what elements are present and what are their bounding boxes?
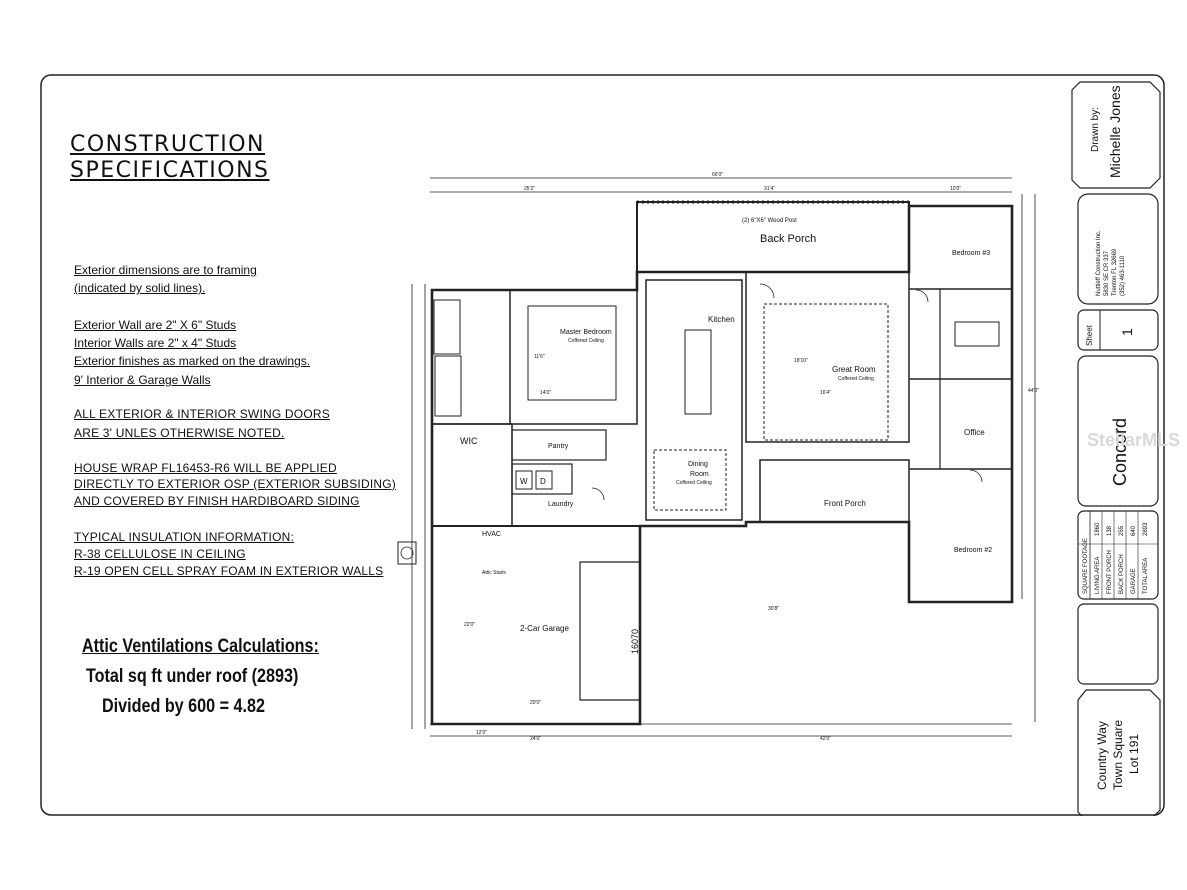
dim-right-run: 10'0" xyxy=(950,186,961,192)
room-dining-2: Room xyxy=(690,471,709,478)
room-office: Office xyxy=(964,428,985,437)
spec-framing-1: Exterior dimensions are to framing xyxy=(74,263,257,277)
sqft-value-3: 255 xyxy=(1119,525,1125,536)
dim-master-d: 11'6" xyxy=(534,354,545,360)
company-line-3: Trenton FL 32669 xyxy=(1112,248,1118,296)
dim-great-d: 18'10" xyxy=(794,358,808,364)
room-washer: W xyxy=(520,477,528,486)
room-dining-1: Dining xyxy=(688,461,708,468)
company-line-4: (352) 463-1110 xyxy=(1120,255,1126,296)
company-line-1: Nuttleff Construction Inc. xyxy=(1096,230,1102,296)
dim-front-run: 30'8" xyxy=(768,606,779,612)
room-wic: WIC xyxy=(460,436,478,446)
dim-left-run: 25'2" xyxy=(524,186,535,192)
dim-overall-width: 66'0" xyxy=(712,172,723,178)
location-line-3: Lot 191 xyxy=(1127,734,1141,774)
sqft-value-2: 138 xyxy=(1107,525,1113,536)
location-line-2: Town Square xyxy=(1111,720,1125,790)
dim-garage-width: 20'0" xyxy=(530,700,541,706)
dim-depth-right: 44'0" xyxy=(1028,388,1039,394)
room-great-ceiling: Coffered Ceiling xyxy=(838,376,874,382)
room-back-porch-post: (2) 6"X6" Wood Post xyxy=(742,218,797,224)
sqft-title: SQUARE FOOTAGE xyxy=(1083,538,1089,594)
spec-insul-3: R-19 OPEN CELL SPRAY FOAM IN EXTERIOR WA… xyxy=(74,564,384,578)
room-dining-ceiling: Coffered Ceiling xyxy=(676,480,712,486)
spec-framing-2: (indicated by solid lines). xyxy=(74,281,206,295)
garage-door-label: 16070 xyxy=(630,629,640,654)
spec-insul-1: TYPICAL INSULATION INFORMATION: xyxy=(74,530,294,544)
spec-wrap-3: AND COVERED BY FINISH HARDIBOARD SIDING xyxy=(74,494,360,508)
room-dryer: D xyxy=(540,477,546,486)
sqft-value-1: 1860 xyxy=(1095,522,1101,536)
room-attic-stairs: Attic Stairs xyxy=(482,570,506,576)
room-pantry: Pantry xyxy=(548,443,569,450)
room-master: Master Bedroom xyxy=(560,329,612,336)
room-hvac: HVAC xyxy=(482,531,501,538)
spec-walls-1: Exterior Wall are 2" X 6" Studs xyxy=(74,318,237,332)
sqft-value-4: 640 xyxy=(1131,525,1137,536)
sheet-number: 1 xyxy=(1119,328,1135,336)
spec-walls-4: 9' Interior & Garage Walls xyxy=(74,373,211,387)
dim-bottom-left: 12'0" xyxy=(476,730,487,736)
room-bedroom-3: Bedroom #3 xyxy=(952,250,990,257)
sqft-label-4: GARAGE xyxy=(1131,568,1137,594)
room-master-ceiling: Coffered Ceiling xyxy=(568,338,604,344)
spec-doors-1: ALL EXTERIOR & INTERIOR SWING DOORS xyxy=(74,407,330,421)
floor-plan xyxy=(397,177,1036,737)
drawn-by-label: Drawn by: xyxy=(1090,107,1101,152)
drawing-sheet: Back Porch (2) 6"X6" Wood Post Bedroom #… xyxy=(40,74,1165,816)
dim-mid-run: 31'4" xyxy=(764,186,775,192)
dim-bottom-right: 42'0" xyxy=(820,736,831,742)
spec-walls-2: Interior Walls are 2" x 4" Studs xyxy=(74,336,237,350)
sqft-label-3: BACK PORCH xyxy=(1119,554,1125,594)
spec-wrap-1: HOUSE WRAP FL16453-R6 WILL BE APPLIED xyxy=(74,461,337,475)
attic-line-2: Divided by 600 = 4.82 xyxy=(102,696,265,717)
spec-doors-2: ARE 3' UNLES OTHERWISE NOTED. xyxy=(74,426,285,440)
dim-bottom-mid: 24'0" xyxy=(530,736,541,742)
spec-walls-3: Exterior finishes as marked on the drawi… xyxy=(74,354,311,368)
spec-insul-2: R-38 CELLULOSE IN CEILING xyxy=(74,547,246,561)
title-line-2: SPECIFICATIONS xyxy=(70,158,270,183)
room-front-porch: Front Porch xyxy=(824,499,866,508)
dim-garage-depth: 22'0" xyxy=(464,622,475,628)
sqft-label-1: LIVING AREA xyxy=(1095,557,1101,594)
company-line-2: 5830 SE CR 337 xyxy=(1104,250,1110,296)
dim-master-w: 14'0" xyxy=(540,390,551,396)
room-great: Great Room xyxy=(832,365,876,374)
room-kitchen: Kitchen xyxy=(708,315,735,324)
sqft-label-2: FRONT PORCH xyxy=(1107,550,1113,594)
title-block xyxy=(1071,81,1161,816)
spec-wrap-2: DIRECTLY TO EXTERIOR OSP (EXTERIOR SUBSI… xyxy=(74,477,396,491)
room-back-porch: Back Porch xyxy=(760,233,816,245)
room-bedroom-2: Bedroom #2 xyxy=(954,547,992,554)
room-garage: 2-Car Garage xyxy=(520,624,569,633)
watermark: StellarMLS xyxy=(1087,430,1181,450)
attic-heading: Attic Ventilations Calculations: xyxy=(82,636,319,657)
plan-name: Concord xyxy=(1110,418,1130,486)
sqft-value-5: 2893 xyxy=(1143,522,1149,536)
location-line-1: Country Way xyxy=(1095,721,1109,790)
attic-line-1: Total sq ft under roof (2893) xyxy=(86,666,299,687)
sheet-label: Sheet xyxy=(1085,324,1094,346)
drawn-by-name: Michelle Jones xyxy=(1107,85,1123,178)
dim-great-w: 16'4" xyxy=(820,390,831,396)
title-line-1: CONSTRUCTION xyxy=(70,132,265,157)
room-laundry: Laundry xyxy=(548,501,574,508)
sqft-label-5: TOTAL AREA xyxy=(1143,558,1149,594)
